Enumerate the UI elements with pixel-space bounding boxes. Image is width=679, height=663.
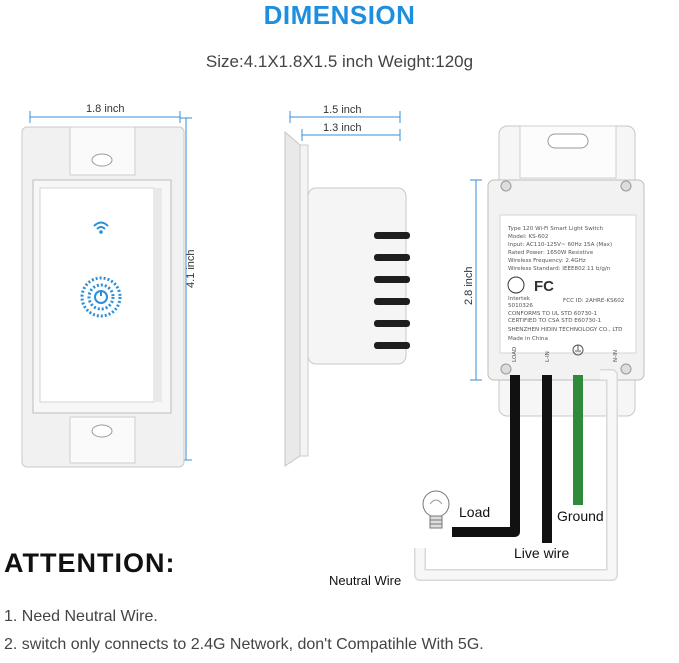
attention-note: 1. Need Neutral Wire. [4,608,158,625]
label-line: Wireless Standard: IEEE802.11 b/g/n [508,266,611,272]
light-bulb-icon [422,490,450,529]
label-line: Type 120 Wi-Fi Smart Light Switch [507,226,604,232]
label-line: Model: KS-602 [508,234,548,240]
load-wire [452,375,520,537]
side-depth-total-label: 1.5 inch [323,104,362,116]
product-label: Type 120 Wi-Fi Smart Light Switch Model:… [507,226,624,362]
label-line: Input: AC110-125V~ 60Hz 15A (Max) [508,242,612,248]
label-line: Rated Power: 1650W Resistive [508,250,594,256]
attention-note: 2. switch only connects to 2.4G Network,… [4,636,484,653]
wires [414,369,618,581]
etl-mark-icon [507,276,525,294]
terminal-n-in: N-IN [613,350,619,362]
front-width-label: 1.8 inch [86,103,125,115]
origin-line: Made in China [508,336,548,342]
intertek-number: 5010326 [508,303,533,309]
terminal-load: LOAD [512,347,518,362]
page-title: DIMENSION [263,0,416,30]
conform-line: CONFORMS TO UL STD 60730-1 [508,311,598,317]
size-weight-text: Size:4.1X1.8X1.5 inch Weight:120g [205,52,474,71]
back-view-switch [487,125,645,417]
side-depth-body-label: 1.3 inch [323,122,362,134]
conform-line: CERTIFIED TO CSA STD E60730-1 [508,318,602,324]
load-wire-label: Load [459,504,491,520]
live-wire-label: Live wire [514,545,570,561]
ground-wire-label: Ground [557,508,604,524]
ground-symbol-icon [572,344,584,356]
fcc-mark: FC [534,278,554,295]
maker-line: SHENZHEN HIDIN TECHNOLOGY CO., LTD [508,327,623,333]
intertek-label: Intertek [508,296,531,302]
label-line: Wireless Frequency: 2.4GHz [508,258,586,264]
side-view-switch [284,130,410,467]
fcc-id: FCC ID: 2AHRE-KS602 [563,298,624,304]
neutral-wire-label: Neutral Wire [329,573,402,588]
attention-heading: ATTENTION: [4,548,176,578]
terminal-l-in: L-IN [545,351,551,362]
dimension-lines [29,111,482,461]
front-view-switch [21,126,185,468]
